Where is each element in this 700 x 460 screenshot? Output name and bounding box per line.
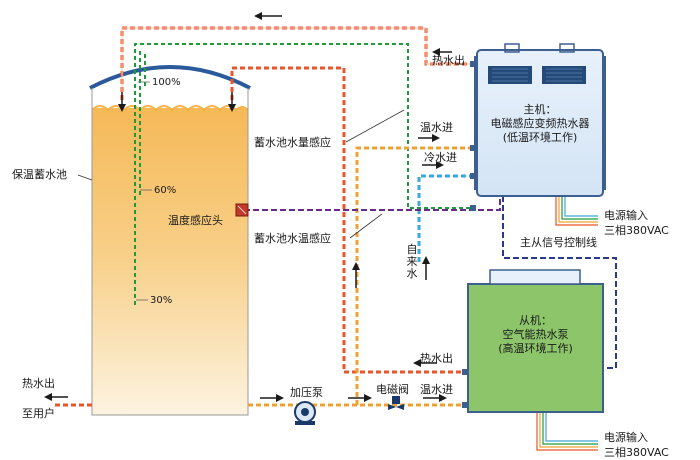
tap-water-label: 自来水 bbox=[406, 243, 418, 280]
level-100-label: 100% bbox=[152, 77, 181, 88]
vent-grille-right bbox=[542, 66, 586, 84]
pipe-connectors bbox=[462, 61, 476, 408]
level-sensor-label: 蓄水池水量感应 bbox=[254, 136, 331, 149]
temp-sensor-label: 蓄水池水温感应 bbox=[254, 232, 331, 245]
level-sensor-leader bbox=[345, 109, 405, 143]
slave-unit-title-1: 从机： bbox=[519, 314, 552, 327]
tank-label-leader bbox=[77, 174, 93, 181]
level-sensor-line bbox=[134, 43, 475, 305]
main-power-label-1: 电源输入 bbox=[604, 209, 648, 222]
control-line-label: 主从信号控制线 bbox=[520, 236, 597, 249]
storage-tank bbox=[89, 65, 251, 416]
slave-power-label-1: 电源输入 bbox=[604, 431, 648, 444]
hot-water-pipe-top-inner bbox=[121, 27, 475, 100]
temperature-probe bbox=[235, 203, 249, 217]
flow-arrows bbox=[44, 12, 452, 402]
main-unit-title-1: 主机： bbox=[523, 103, 557, 116]
solenoid-valve-label: 电磁阀 bbox=[376, 383, 409, 396]
hot-water-pipe-slave bbox=[230, 66, 466, 374]
main-unit-title-3: (低温环境工作) bbox=[502, 131, 578, 144]
slave-unit-title-2: 空气能热水泵 bbox=[502, 328, 569, 341]
main-warm-in-label: 温水进 bbox=[420, 121, 453, 134]
booster-pump-label: 加压泵 bbox=[290, 386, 323, 399]
temperature-signal-line bbox=[244, 196, 501, 211]
temp-sensor-leader bbox=[349, 213, 383, 239]
slave-unit-title-3: (高温环境工作) bbox=[498, 342, 573, 355]
slave-hot-out-label: 热水出 bbox=[420, 352, 453, 365]
main-unit-title-2: 电磁感应变频热水器 bbox=[490, 117, 590, 130]
level-30-label: 30% bbox=[150, 295, 173, 306]
slave-heat-pump-unit bbox=[467, 269, 604, 413]
main-heater-unit bbox=[474, 43, 606, 197]
warm-water-pipe bbox=[248, 146, 475, 407]
user-outlet-label-1: 热水出 bbox=[22, 377, 55, 390]
tank-label: 保温蓄水池 bbox=[12, 168, 67, 181]
slave-power-label-2: 三相380VAC bbox=[604, 446, 669, 459]
slave-power-wires bbox=[536, 412, 598, 451]
cold-water-pipe bbox=[417, 174, 475, 262]
temp-probe-label: 温度感应头 bbox=[168, 214, 223, 227]
main-power-label-2: 三相380VAC bbox=[604, 224, 669, 237]
main-cold-in-label: 冷水进 bbox=[424, 151, 457, 164]
booster-pump bbox=[294, 401, 316, 425]
solenoid-valve bbox=[388, 396, 404, 410]
slave-warm-in-label: 温水进 bbox=[420, 383, 453, 396]
master-slave-control-line bbox=[502, 196, 617, 369]
level-60-label: 60% bbox=[154, 185, 177, 196]
vent-grille-left bbox=[488, 66, 532, 84]
main-power-wires bbox=[555, 192, 598, 226]
user-outlet-label-2: 至用户 bbox=[22, 407, 55, 420]
main-hot-out-label: 热水出 bbox=[432, 54, 465, 67]
